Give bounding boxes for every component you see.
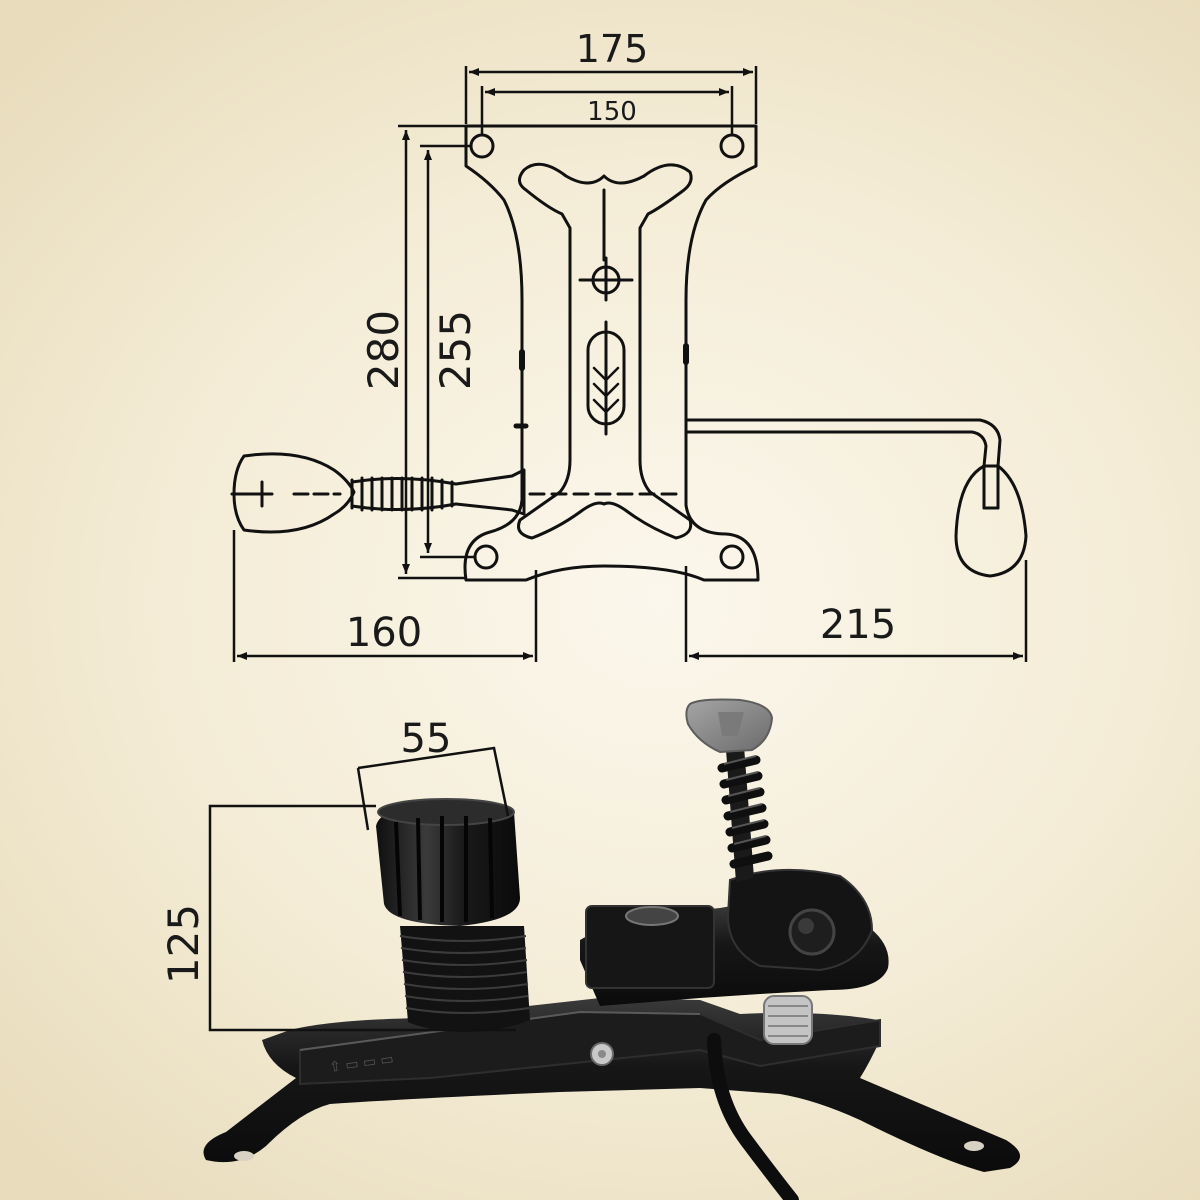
right-lever-knob <box>954 464 1028 578</box>
lever-spring <box>717 755 773 869</box>
dim-215: 215 <box>820 602 896 648</box>
dim-125: 125 <box>159 904 208 984</box>
housing-hole <box>625 906 679 926</box>
dim-160: 160 <box>346 610 422 656</box>
plate-outline <box>463 124 760 582</box>
hole-top-right <box>719 133 745 159</box>
side-view-product: ⇧ ▭ ▭ ▭ <box>203 698 1021 1200</box>
dim-150: 150 <box>587 97 637 127</box>
right-lever-rod <box>684 418 1002 468</box>
top-view-dimensions <box>232 66 1028 662</box>
hole-bottom-left <box>473 544 499 570</box>
dim-175: 175 <box>576 27 649 71</box>
hole-top-left <box>469 133 495 159</box>
dim-280: 280 <box>359 310 408 390</box>
tension-spring <box>763 995 813 1045</box>
tilt-knob <box>788 908 836 956</box>
side-view-dimensions <box>208 746 516 1032</box>
top-view-drawing <box>230 124 1028 582</box>
cylinder-cap <box>376 801 520 926</box>
dim-55: 55 <box>401 716 452 762</box>
dim-255: 255 <box>431 310 480 390</box>
hole-bottom-right <box>719 544 745 570</box>
cable <box>707 1033 799 1200</box>
rib-top <box>517 162 693 540</box>
left-lever-spring <box>350 476 454 512</box>
cylinder-threads <box>399 935 530 1014</box>
